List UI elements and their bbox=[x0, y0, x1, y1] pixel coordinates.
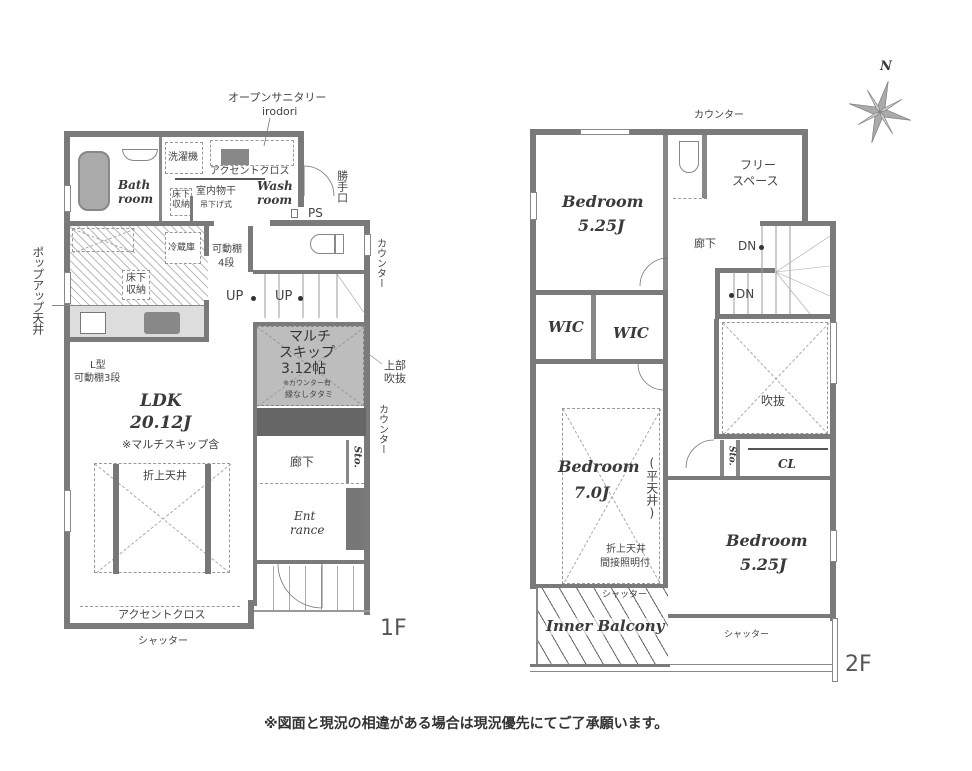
adjustable-shelf-label-2: 4段 bbox=[218, 258, 235, 269]
closet-2f: CL bbox=[744, 440, 830, 476]
counter-right-top-label: カウンター bbox=[374, 238, 386, 288]
fridge-area: 冷蔵庫 bbox=[165, 232, 201, 264]
multi-skip-label-1: マルチ bbox=[289, 329, 331, 345]
disclaimer-text: ※図面と現況の相違がある場合は現況優先にてご了承願います。 bbox=[264, 716, 669, 732]
entrance-label-1: Ent bbox=[294, 509, 316, 523]
floor-1-label: 1F bbox=[380, 616, 407, 641]
raised-ceiling-2f-label-1: 折上天井 bbox=[606, 544, 646, 555]
bedroom-nw-door[interactable] bbox=[639, 257, 670, 288]
void-2f: 吹抜 bbox=[722, 322, 830, 436]
dn-label-2: DN bbox=[736, 287, 755, 301]
upper-void-label: 上部吹抜 bbox=[384, 359, 406, 385]
multi-skip-note-1: ※カウンター有 bbox=[283, 379, 331, 387]
multi-skip-note-2: 縁なしタタミ bbox=[285, 390, 333, 399]
hallway-2f-label: 廊下 bbox=[694, 237, 716, 250]
raised-ceiling-label: 折上天井 bbox=[143, 469, 187, 482]
l-shelf-label-1: L型 bbox=[90, 360, 106, 371]
l-shelf-label-2: 可動棚3段 bbox=[74, 373, 121, 384]
toilet-icon bbox=[310, 234, 336, 254]
bedroom-se: Bedroom 5.25J bbox=[726, 531, 808, 574]
toilet-2f-icon bbox=[679, 141, 699, 173]
counter-1f bbox=[256, 408, 366, 436]
compass: N bbox=[840, 59, 920, 150]
toilet-2f bbox=[673, 135, 707, 199]
fridge-label: 冷蔵庫 bbox=[168, 243, 196, 253]
shutter-bedroom-label: シャッター bbox=[724, 630, 770, 640]
open-sanitary bbox=[210, 140, 294, 166]
multi-skip: マルチ スキップ 3.12帖 ※カウンター有 縁なしタタミ bbox=[256, 326, 366, 408]
raised-ceiling-2f-label-2: 間接照明付 bbox=[600, 558, 650, 569]
floor-2-label: 2F bbox=[845, 652, 872, 677]
hallway-1f-label: 廊下 bbox=[290, 455, 315, 469]
floor-1-plan: オープンサニタリー irodori Bath room 洗濯機 アクセントクロス… bbox=[0, 0, 480, 700]
toilet-room bbox=[278, 226, 348, 268]
free-space: フリー スペース bbox=[732, 158, 779, 188]
ps-label: PS bbox=[308, 206, 323, 220]
indoor-drying-label-2: 吊下げ式 bbox=[200, 200, 232, 209]
back-door[interactable] bbox=[303, 165, 340, 202]
entrance-label-2: rance bbox=[290, 523, 325, 537]
accent-cloth-ldk: アクセントクロス bbox=[80, 606, 240, 623]
multi-skip-label-2: スキップ bbox=[279, 345, 335, 361]
sink-icon bbox=[144, 312, 180, 334]
bathtub-icon bbox=[78, 151, 110, 211]
washer-area: 洗濯機 bbox=[165, 142, 203, 174]
washer-label: 洗濯機 bbox=[168, 152, 198, 163]
floor-2-plan: カウンター Bedroom 5.25J フリー スペース 廊下 D bbox=[530, 110, 872, 682]
stove-icon bbox=[80, 312, 106, 334]
multi-skip-size: 3.12帖 bbox=[281, 361, 327, 377]
flat-ceiling-label: (平天井) bbox=[644, 456, 659, 520]
bedroom-w-door[interactable] bbox=[637, 363, 668, 394]
compass-rose-icon bbox=[848, 80, 912, 144]
inner-balcony: Inner Balcony bbox=[536, 588, 668, 670]
bedroom-nw: Bedroom 5.25J bbox=[536, 135, 668, 290]
irodori-label: irodori bbox=[262, 105, 298, 118]
underfloor-storage-kitchen: 床下収納 bbox=[122, 270, 150, 300]
storage-1f: Sto. bbox=[346, 440, 364, 484]
wic-1: WIC bbox=[536, 295, 596, 359]
popup-ceiling-label: ポップアップ天井 bbox=[30, 246, 45, 334]
ldk-name: LDK bbox=[140, 391, 182, 411]
adjustable-shelf-label-1: 可動棚 bbox=[212, 244, 242, 255]
balcony-rail bbox=[530, 664, 836, 672]
ldk-size: 20.12J bbox=[130, 413, 192, 433]
open-sanitary-label: オープンサニタリー bbox=[228, 91, 327, 104]
dn-label-1: DN bbox=[738, 239, 757, 253]
kitchen-counter bbox=[70, 305, 206, 337]
shutter-1f-label: シャッター bbox=[138, 636, 188, 647]
bedroom-se-door[interactable] bbox=[685, 439, 716, 480]
wash-room-label-1: Wash bbox=[257, 179, 293, 193]
ldk-note: ※マルチスキップ含 bbox=[122, 438, 220, 451]
porch bbox=[258, 566, 364, 610]
counter-top-label: カウンター bbox=[694, 110, 744, 121]
counter-right-mid-label: カウンター bbox=[376, 404, 388, 454]
up-label-2: UP bbox=[275, 289, 293, 304]
popup-ceiling-area bbox=[72, 228, 136, 254]
bath-room: Bath room bbox=[70, 137, 162, 222]
bath-label-1: Bath bbox=[118, 178, 151, 192]
north-label: N bbox=[880, 59, 892, 74]
indoor-drying-label-1: 室内物干 bbox=[196, 186, 236, 197]
raised-ceiling-1f: 折上天井 bbox=[94, 463, 232, 575]
storage-2f: Sto. bbox=[720, 440, 740, 476]
raised-ceiling-2f bbox=[562, 408, 662, 586]
wash-room-label-2: room bbox=[257, 193, 293, 207]
bedroom-w: Bedroom 7.0J (平天井) 折上天井 間接照明付 bbox=[536, 364, 663, 586]
shoe-cabinet bbox=[346, 488, 364, 550]
stairs-2f[interactable] bbox=[720, 226, 831, 315]
accent-cloth-wash-label: アクセントクロス bbox=[210, 166, 290, 177]
shutter-balcony-label: シャッター bbox=[602, 590, 648, 600]
up-label-1: UP bbox=[226, 289, 244, 304]
wic-2: WIC bbox=[613, 324, 649, 342]
back-door-label: 勝手口 bbox=[335, 170, 349, 203]
entrance-door[interactable] bbox=[277, 563, 328, 614]
stairs-1f[interactable] bbox=[255, 273, 366, 324]
bath-label-2: room bbox=[118, 192, 154, 206]
